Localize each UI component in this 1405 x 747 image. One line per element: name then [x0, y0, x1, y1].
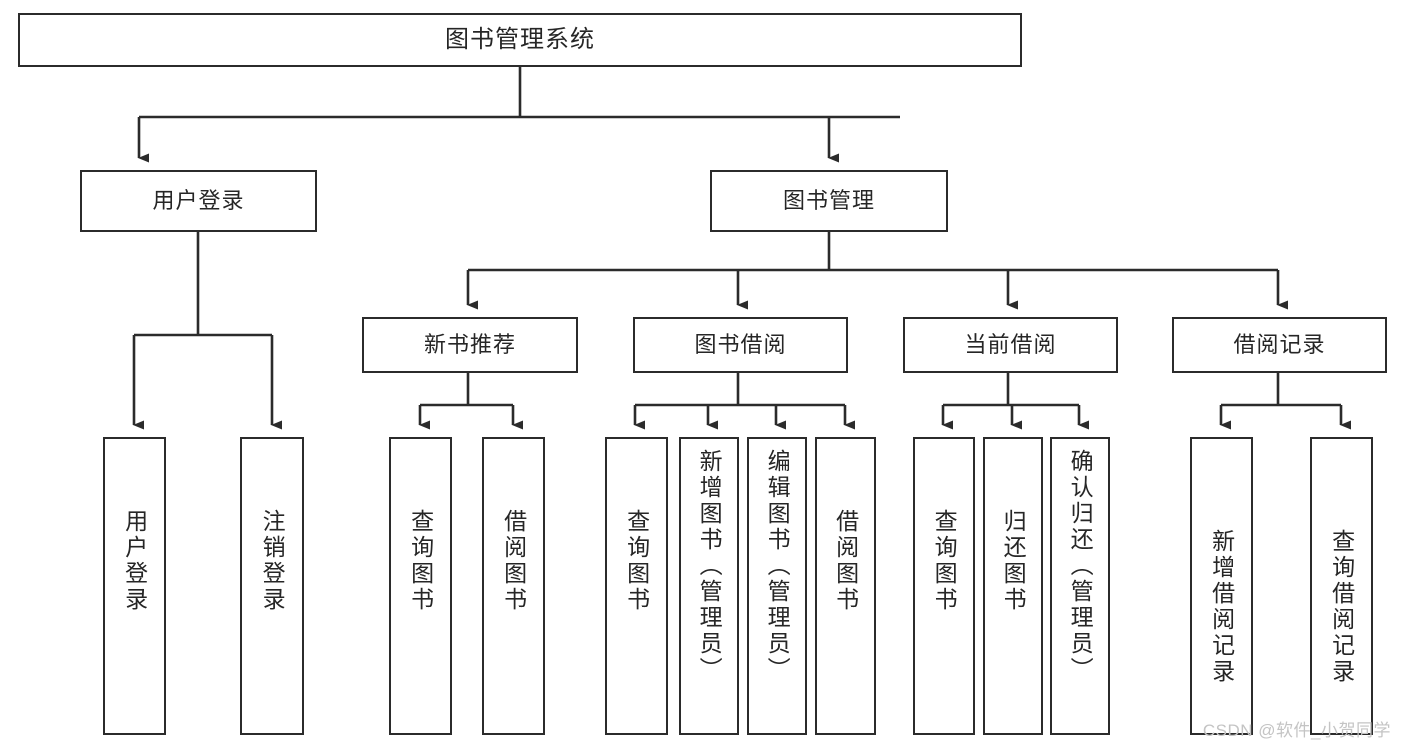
node-leaf-query-book-3[interactable]: 查询图书 — [913, 437, 975, 735]
node-label: 借阅记录 — [1233, 331, 1326, 357]
node-label: 查询图书 — [407, 509, 434, 613]
node-label: 新增图书（管理员） — [696, 449, 723, 683]
node-label: 借阅图书 — [500, 509, 527, 613]
node-label: 确认归还（管理员） — [1067, 449, 1094, 683]
node-leaf-add-book[interactable]: 新增图书（管理员） — [679, 437, 739, 735]
node-leaf-add-record[interactable]: 新增借阅记录 — [1190, 437, 1253, 735]
node-leaf-user-login[interactable]: 用户登录 — [103, 437, 166, 735]
node-book-borrow[interactable]: 图书借阅 — [633, 317, 848, 373]
node-leaf-borrow-book-1[interactable]: 借阅图书 — [482, 437, 545, 735]
node-label: 注销登录 — [259, 509, 286, 613]
node-label: 用户登录 — [121, 509, 148, 613]
node-borrow-record[interactable]: 借阅记录 — [1172, 317, 1387, 373]
node-leaf-return-book[interactable]: 归还图书 — [983, 437, 1043, 735]
node-label: 新增借阅记录 — [1208, 529, 1235, 685]
node-label: 当前借阅 — [964, 331, 1057, 357]
node-label: 图书管理系统 — [445, 26, 595, 54]
node-book-management-system[interactable]: 图书管理系统 — [18, 13, 1022, 67]
node-leaf-edit-book[interactable]: 编辑图书（管理员） — [747, 437, 807, 735]
node-user-login[interactable]: 用户登录 — [80, 170, 317, 232]
node-label: 用户登录 — [152, 187, 245, 213]
node-new-book-recommend[interactable]: 新书推荐 — [362, 317, 578, 373]
node-label: 图书借阅 — [694, 331, 787, 357]
node-label: 查询图书 — [623, 509, 650, 613]
node-leaf-query-book-2[interactable]: 查询图书 — [605, 437, 668, 735]
node-leaf-query-book-1[interactable]: 查询图书 — [389, 437, 452, 735]
node-leaf-borrow-book-2[interactable]: 借阅图书 — [815, 437, 876, 735]
node-book-management[interactable]: 图书管理 — [710, 170, 948, 232]
node-label: 新书推荐 — [423, 331, 516, 357]
node-leaf-confirm-return[interactable]: 确认归还（管理员） — [1050, 437, 1110, 735]
node-current-borrow[interactable]: 当前借阅 — [903, 317, 1118, 373]
node-leaf-logout-login[interactable]: 注销登录 — [240, 437, 304, 735]
node-label: 归还图书 — [1000, 509, 1027, 613]
node-label: 查询图书 — [931, 509, 958, 613]
node-label: 图书管理 — [782, 187, 875, 213]
csdn-watermark: CSDN @软件_小贺同学 — [1202, 721, 1391, 740]
node-label: 查询借阅记录 — [1328, 529, 1355, 685]
node-label: 编辑图书（管理员） — [764, 449, 791, 683]
node-label: 借阅图书 — [832, 509, 859, 613]
node-leaf-query-record[interactable]: 查询借阅记录 — [1310, 437, 1373, 735]
